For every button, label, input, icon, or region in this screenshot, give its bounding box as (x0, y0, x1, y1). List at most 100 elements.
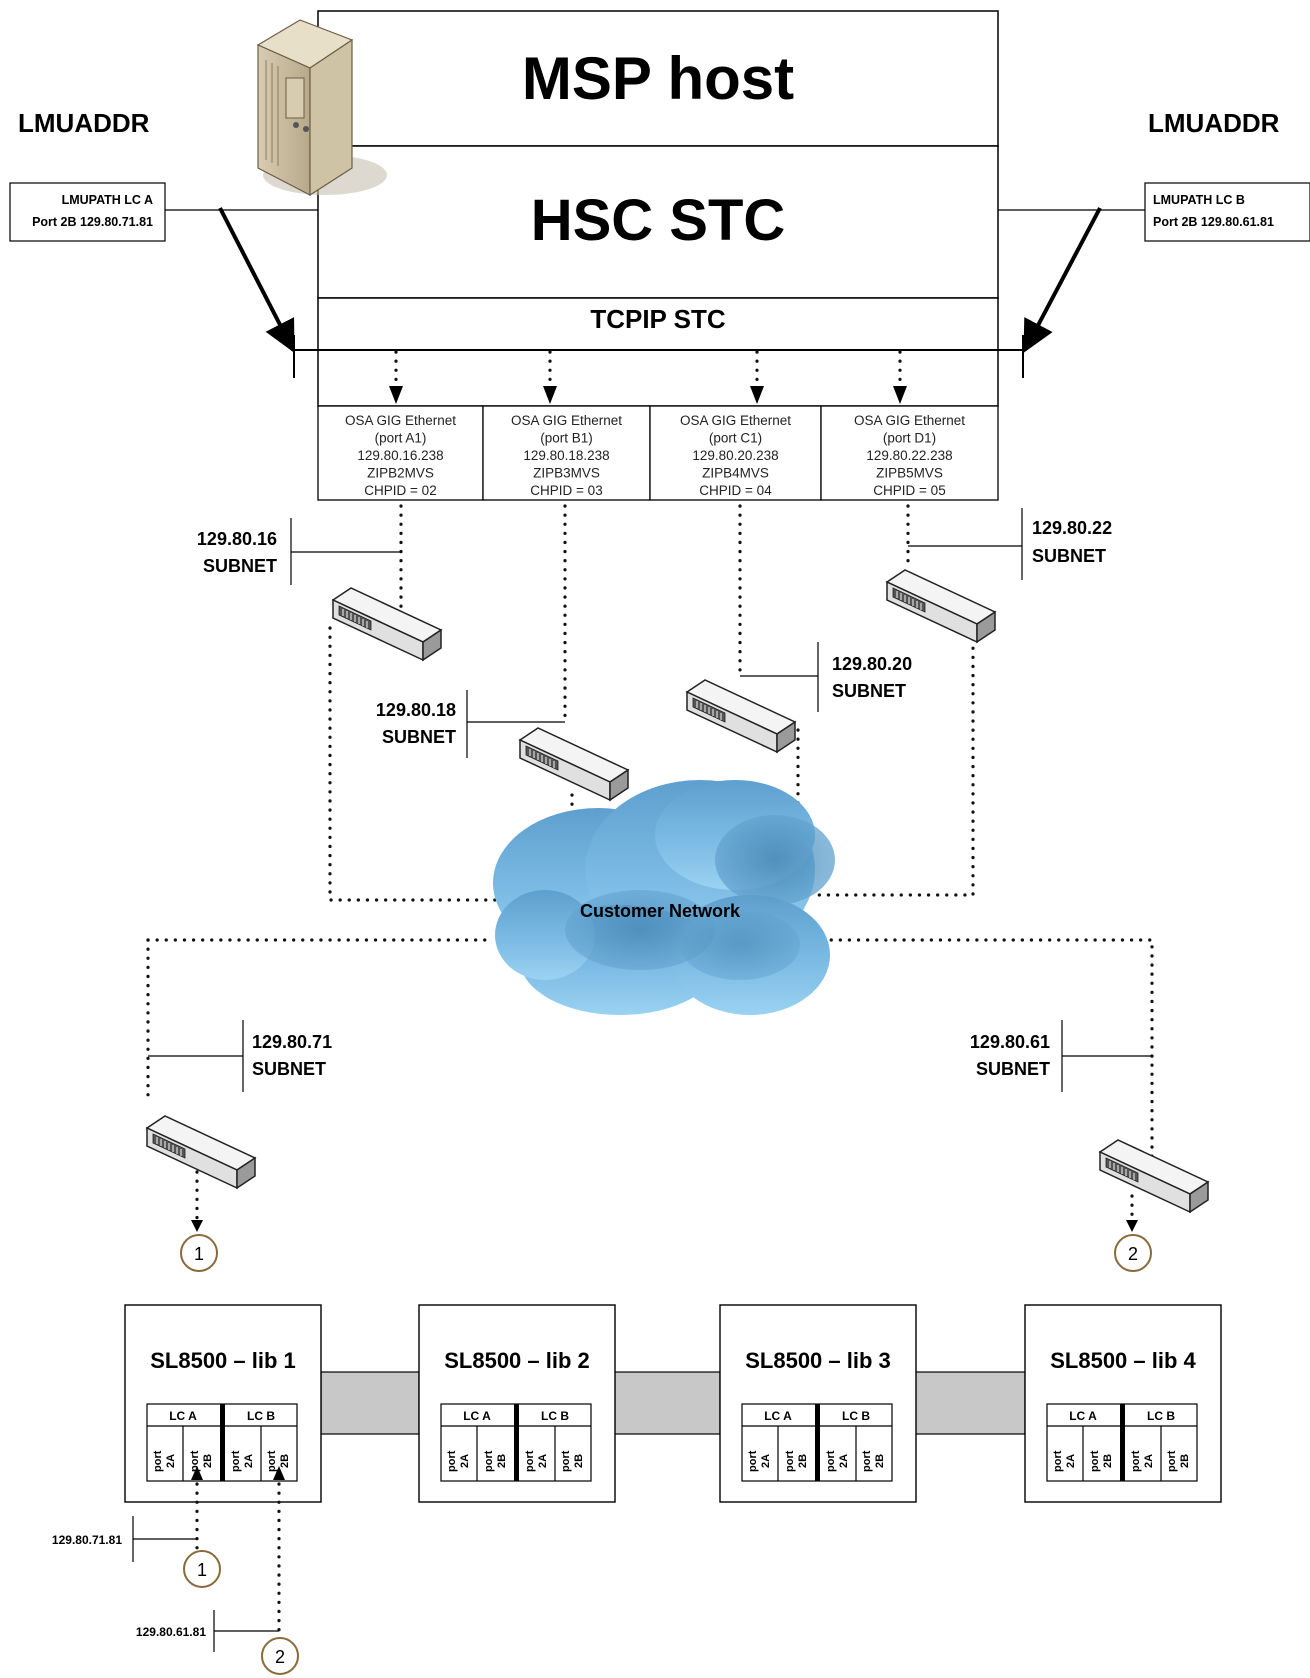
port-id: 2A (537, 1454, 549, 1468)
lib-connector-2-3 (613, 1371, 721, 1435)
port-word: port (152, 1450, 164, 1472)
osa-port: (port D1) (883, 431, 936, 446)
port-id: 2A (459, 1454, 471, 1468)
port-id: 2B (874, 1454, 886, 1468)
svg-text:1: 1 (197, 1560, 207, 1580)
svg-text:129.80.71: 129.80.71 (252, 1032, 332, 1052)
osa-port: (port C1) (709, 431, 762, 446)
msp-host-box: MSP host (317, 10, 999, 147)
port-word: port (747, 1450, 759, 1472)
subnet-61-label: 129.80.61 SUBNET (970, 1020, 1152, 1092)
lc-b-label: LC B (1147, 1409, 1175, 1423)
subnet-71-label: 129.80.71 SUBNET (148, 1020, 332, 1092)
osa-ip: 129.80.22.238 (866, 448, 952, 463)
server-icon (256, 19, 387, 197)
svg-text:2: 2 (1128, 1244, 1138, 1264)
port-id: 2A (165, 1454, 177, 1468)
switch-22-icon (886, 569, 996, 643)
port-id: 2B (496, 1454, 508, 1468)
lmuaddr-left-label: LMUADDR (18, 108, 150, 138)
marker-1-bottom: 1 (183, 1550, 221, 1588)
osa-ports-row: OSA GIG Ethernet(port A1)129.80.16.238ZI… (317, 350, 999, 501)
osa-ip: 129.80.18.238 (523, 448, 609, 463)
osa-host: ZIPB4MVS (702, 466, 769, 481)
svg-text:SUBNET: SUBNET (1032, 546, 1106, 566)
port-word: port (524, 1450, 536, 1472)
port-word: port (825, 1450, 837, 1472)
svg-text:SUBNET: SUBNET (976, 1059, 1050, 1079)
svg-text:129.80.18: 129.80.18 (376, 700, 456, 720)
library-title: SL8500 – lib 2 (444, 1348, 590, 1373)
subnet-22-label: 129.80.22 SUBNET (908, 508, 1112, 580)
osa-host: ZIPB5MVS (876, 466, 943, 481)
osa-chpid: CHPID = 03 (530, 483, 602, 498)
osa-port-cell: OSA GIG Ethernet(port A1)129.80.16.238ZI… (317, 350, 484, 501)
port-id: 2B (279, 1454, 291, 1468)
svg-text:SUBNET: SUBNET (832, 681, 906, 701)
port-word: port (1052, 1450, 1064, 1472)
port-id: 2A (760, 1454, 772, 1468)
lc-b-label: LC B (842, 1409, 870, 1423)
osa-name: OSA GIG Ethernet (680, 413, 791, 428)
hsc-stc-title: HSC STC (531, 188, 786, 253)
osa-port: (port B1) (540, 431, 593, 446)
osa-chpid: CHPID = 04 (699, 483, 772, 498)
lmupath-left-line1: LMUPATH LC A (62, 193, 153, 207)
port-id: 2B (797, 1454, 809, 1468)
subnet-16-label: 129.80.16 SUBNET (197, 518, 401, 585)
lmupath-left-box: LMUPATH LC A Port 2B 129.80.71.81 (9, 182, 166, 242)
marker-1-top: 1 (180, 1234, 218, 1272)
osa-port-cell: OSA GIG Ethernet (port C1) 129.80.20.238ZI… (649, 350, 822, 501)
osa-name: OSA GIG Ethernet (345, 413, 456, 428)
msp-host-title: MSP host (522, 45, 794, 112)
marker-2-bottom: 2 (261, 1637, 299, 1675)
marker-2-top: 2 (1114, 1234, 1152, 1272)
subnet-18-label: 129.80.18 SUBNET (376, 690, 565, 758)
osa-port-cell: OSA GIG Ethernet(port B1)129.80.18.238ZI… (482, 350, 651, 501)
lib-connector-1-2 (320, 1371, 420, 1435)
customer-network-cloud-icon: Customer Network (493, 780, 835, 1015)
lc-b-label: LC B (247, 1409, 275, 1423)
lmuaddr-right-label: LMUADDR (1148, 108, 1280, 138)
svg-text:129.80.61: 129.80.61 (970, 1032, 1050, 1052)
osa-ip: 129.80.16.238 (357, 448, 443, 463)
port-id: 2A (243, 1454, 255, 1468)
lib-connector-3-4 (914, 1371, 1026, 1435)
port-id: 2A (1065, 1454, 1077, 1468)
switch-71-icon (146, 1115, 256, 1189)
lmupath-right-box: LMUPATH LC B Port 2B 129.80.61.81 (1144, 182, 1310, 242)
lc-a-label: LC A (1069, 1409, 1097, 1423)
svg-text:2: 2 (275, 1647, 285, 1667)
switch-61-icon (1099, 1139, 1209, 1213)
port-id: 2B (202, 1454, 214, 1468)
port-id: 2B (1102, 1454, 1114, 1468)
subnet-20-label: 129.80.20 SUBNET (740, 642, 912, 712)
osa-chpid: CHPID = 02 (364, 483, 436, 498)
port-word: port (230, 1450, 242, 1472)
lmu-left-arrow (218, 207, 295, 353)
lmu-right-arrow (1023, 207, 1102, 353)
cloud-label: Customer Network (580, 901, 741, 921)
osa-name: OSA GIG Ethernet (511, 413, 622, 428)
osa-chpid: CHPID = 05 (873, 483, 945, 498)
port-id: 2A (1143, 1454, 1155, 1468)
port-id: 2B (1179, 1454, 1191, 1468)
library-title: SL8500 – lib 1 (150, 1348, 296, 1373)
osa-port-cell: OSA GIG Ethernet(port D1)129.80.22.238ZI… (820, 350, 999, 501)
switch-20-icon (686, 679, 796, 753)
svg-text:1: 1 (194, 1244, 204, 1264)
port-word: port (1166, 1450, 1178, 1472)
svg-text:SUBNET: SUBNET (203, 556, 277, 576)
lmupath-left-line2: Port 2B 129.80.71.81 (32, 215, 153, 229)
svg-text:129.80.20: 129.80.20 (832, 654, 912, 674)
bottom-ip-71: 129.80.71.81 (52, 1533, 122, 1547)
library-title: SL8500 – lib 4 (1050, 1348, 1196, 1373)
osa-ip: 129.80.20.238 (692, 448, 778, 463)
port-word: port (266, 1450, 278, 1472)
